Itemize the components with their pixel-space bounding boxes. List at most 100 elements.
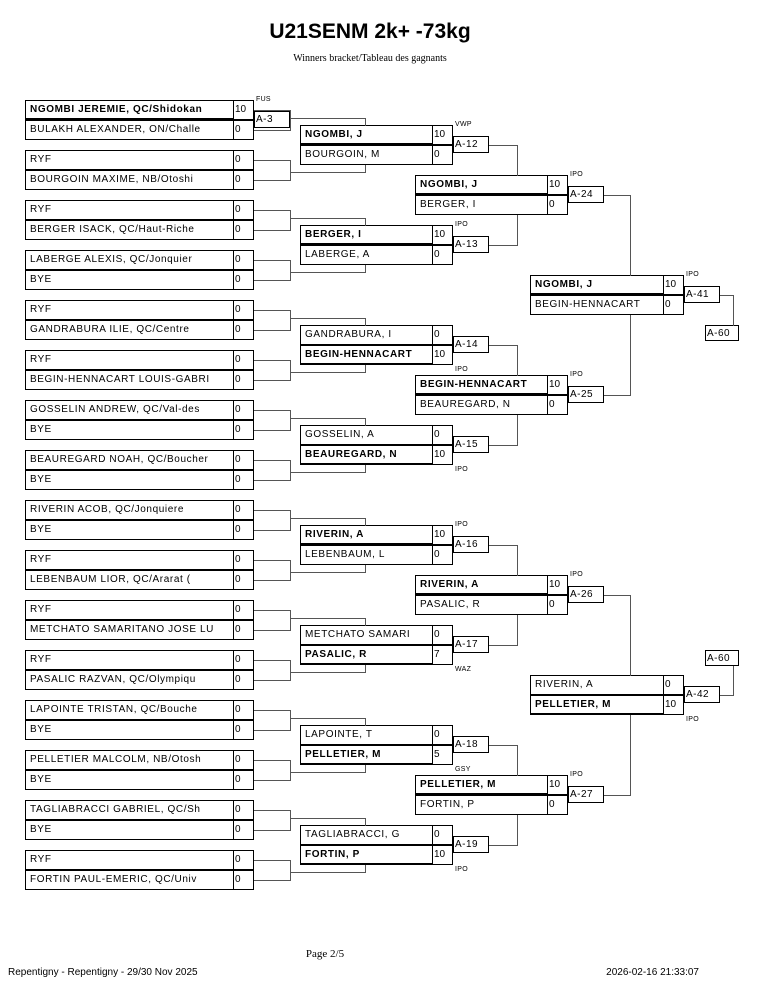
next-match-label[interactable]: A-60 xyxy=(705,325,739,341)
match-label[interactable]: A-24 xyxy=(568,186,604,203)
connector-line xyxy=(365,118,366,126)
competitor-bottom[interactable]: BYE xyxy=(25,820,234,840)
competitor-bottom[interactable]: BERGER, I xyxy=(415,195,548,215)
competitor-top[interactable]: METCHATO SAMARI xyxy=(300,625,433,645)
competitor-bottom[interactable]: PASALIC RAZVAN, QC/Olympiqu xyxy=(25,670,234,690)
competitor-top[interactable]: RYF xyxy=(25,350,234,370)
competitor-bottom[interactable]: BULAKH ALEXANDER, ON/Challe xyxy=(25,120,234,140)
competitor-top[interactable]: BERGER, I xyxy=(300,225,433,245)
competitor-bottom[interactable]: BEAUREGARD, N xyxy=(300,445,433,465)
match-label[interactable]: A-25 xyxy=(568,386,604,403)
competitor-top[interactable]: NGOMBI, J xyxy=(415,175,548,195)
competitor-top[interactable]: PELLETIER, M xyxy=(415,775,548,795)
competitor-bottom[interactable]: LEBENBAUM, L xyxy=(300,545,433,565)
competitor-top[interactable]: NGOMBI, J xyxy=(530,275,664,295)
match-label[interactable]: A-3 xyxy=(254,111,290,128)
competitor-bottom[interactable]: BYE xyxy=(25,470,234,490)
competitor-top[interactable]: RYF xyxy=(25,650,234,670)
competitor-top[interactable]: PELLETIER MALCOLM, NB/Otosh xyxy=(25,750,234,770)
competitor-bottom[interactable]: BOURGOIN MAXIME, NB/Otoshi xyxy=(25,170,234,190)
competitor-top[interactable]: LAPOINTE, T xyxy=(300,725,433,745)
score-top: 10 xyxy=(548,175,568,195)
competitor-bottom[interactable]: BERGER ISACK, QC/Haut-Riche xyxy=(25,220,234,240)
match-label[interactable]: A-27 xyxy=(568,786,604,803)
competitor-bottom[interactable]: PASALIC, R xyxy=(300,645,433,665)
connector-line xyxy=(254,230,290,231)
competitor-bottom[interactable]: BYE xyxy=(25,770,234,790)
competitor-bottom[interactable]: BYE xyxy=(25,720,234,740)
competitor-top[interactable]: RYF xyxy=(25,200,234,220)
competitor-bottom[interactable]: FORTIN PAUL-EMERIC, QC/Univ xyxy=(25,870,234,890)
competitor-top[interactable]: TAGLIABRACCI, G xyxy=(300,825,433,845)
score-bottom: 0 xyxy=(548,395,568,415)
competitor-top[interactable]: NGOMBI JEREMIE, QC/Shidokan xyxy=(25,100,234,120)
connector-line xyxy=(604,195,630,196)
match-label[interactable]: A-16 xyxy=(453,536,489,553)
competitor-top[interactable]: RIVERIN ACOB, QC/Jonquiere xyxy=(25,500,234,520)
competitor-top[interactable]: NGOMBI, J xyxy=(300,125,433,145)
score-bottom: 0 xyxy=(548,795,568,815)
connector-line xyxy=(720,695,733,696)
competitor-top[interactable]: TAGLIABRACCI GABRIEL, QC/Sh xyxy=(25,800,234,820)
competitor-bottom[interactable]: LEBENBAUM LIOR, QC/Ararat ( xyxy=(25,570,234,590)
connector-line xyxy=(630,595,631,676)
competitor-bottom[interactable]: BYE xyxy=(25,270,234,290)
competitor-bottom[interactable]: BEAUREGARD, N xyxy=(415,395,548,415)
competitor-top[interactable]: BEAUREGARD NOAH, QC/Boucher xyxy=(25,450,234,470)
connector-line xyxy=(630,315,631,396)
competitor-bottom[interactable]: BYE xyxy=(25,420,234,440)
competitor-top[interactable]: GANDRABURA, I xyxy=(300,325,433,345)
competitor-bottom[interactable]: PELLETIER, M xyxy=(530,695,664,715)
competitor-bottom[interactable]: BOURGOIN, M xyxy=(300,145,433,165)
match-label[interactable]: A-42 xyxy=(684,686,720,703)
competitor-bottom[interactable]: GANDRABURA ILIE, QC/Centre xyxy=(25,320,234,340)
competitor-top[interactable]: LAPOINTE TRISTAN, QC/Bouche xyxy=(25,700,234,720)
competitor-bottom[interactable]: LABERGE, A xyxy=(300,245,433,265)
match-label[interactable]: A-15 xyxy=(453,436,489,453)
competitor-top[interactable]: GOSSELIN ANDREW, QC/Val-des xyxy=(25,400,234,420)
competitor-bottom[interactable]: PELLETIER, M xyxy=(300,745,433,765)
competitor-top[interactable]: RIVERIN, A xyxy=(415,575,548,595)
competitor-top[interactable]: GOSSELIN, A xyxy=(300,425,433,445)
connector-line xyxy=(365,265,366,273)
competitor-bottom[interactable]: METCHATO SAMARITANO JOSE LU xyxy=(25,620,234,640)
competitor-bottom[interactable]: FORTIN, P xyxy=(415,795,548,815)
connector-line xyxy=(254,830,290,831)
match-label[interactable]: A-18 xyxy=(453,736,489,753)
competitor-top[interactable]: LABERGE ALEXIS, QC/Jonquier xyxy=(25,250,234,270)
match-label[interactable]: A-26 xyxy=(568,586,604,603)
connector-line xyxy=(365,365,366,373)
competitor-top[interactable]: RYF xyxy=(25,300,234,320)
competitor-top[interactable]: RYF xyxy=(25,550,234,570)
connector-line xyxy=(290,272,365,273)
match-label[interactable]: A-12 xyxy=(453,136,489,153)
connector-line xyxy=(254,580,290,581)
match-label[interactable]: A-41 xyxy=(684,286,720,303)
score-bottom: 0 xyxy=(234,420,254,440)
match-label[interactable]: A-14 xyxy=(453,336,489,353)
competitor-top[interactable]: RIVERIN, A xyxy=(530,675,664,695)
competitor-bottom[interactable]: BEGIN-HENNACART LOUIS-GABRI xyxy=(25,370,234,390)
next-match-label[interactable]: A-60 xyxy=(705,650,739,666)
match-label[interactable]: A-17 xyxy=(453,636,489,653)
competitor-top[interactable]: RYF xyxy=(25,850,234,870)
score-top: 0 xyxy=(234,750,254,770)
connector-line xyxy=(365,665,366,673)
competitor-bottom[interactable]: BEGIN-HENNACART xyxy=(300,345,433,365)
competitor-top[interactable]: RYF xyxy=(25,600,234,620)
competitor-bottom[interactable]: BYE xyxy=(25,520,234,540)
connector-line xyxy=(365,218,366,226)
connector-line xyxy=(489,245,517,246)
score-bottom: 10 xyxy=(433,345,453,365)
competitor-bottom[interactable]: BEGIN-HENNACART xyxy=(530,295,664,315)
competitor-top[interactable]: RIVERIN, A xyxy=(300,525,433,545)
competitor-bottom[interactable]: PASALIC, R xyxy=(415,595,548,615)
match-label[interactable]: A-13 xyxy=(453,236,489,253)
connector-line xyxy=(254,760,290,761)
competitor-bottom[interactable]: FORTIN, P xyxy=(300,845,433,865)
competitor-top[interactable]: RYF xyxy=(25,150,234,170)
competitor-top[interactable]: BEGIN-HENNACART xyxy=(415,375,548,395)
connector-line xyxy=(254,610,290,611)
match-label[interactable]: A-19 xyxy=(453,836,489,853)
connector-line xyxy=(290,672,365,673)
